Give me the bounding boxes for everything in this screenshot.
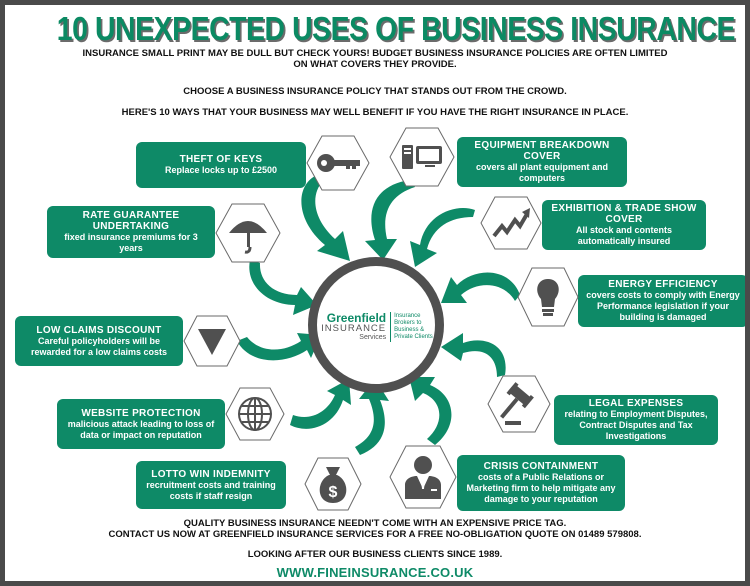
computer-icon [389, 127, 455, 187]
money-bag-icon: $ [304, 457, 362, 511]
trend-up-icon [480, 196, 542, 250]
intro-line-2: CHOOSE A BUSINESS INSURANCE POLICY THAT … [183, 86, 567, 97]
center-ring [308, 257, 444, 393]
businessman-icon [389, 445, 457, 509]
card-legal-expenses: LEGAL EXPENSES relating to Employment Di… [554, 395, 718, 445]
logo-tagline: Insurance Brokers to Business & Private … [394, 313, 433, 340]
gavel-icon [487, 375, 551, 433]
footer-line-3: LOOKING AFTER OUR BUSINESS CLIENTS SINCE… [247, 549, 503, 560]
card-lotto-win: LOTTO WIN INDEMNITY recruitment costs an… [136, 461, 286, 509]
card-energy-efficiency: ENERGY EFFICIENCY covers costs to comply… [578, 275, 745, 327]
intro-line-1b: ON WHAT COVERS THEY PROVIDE. [293, 59, 457, 70]
footer-line-2: CONTACT US NOW AT GREENFIELD INSURANCE S… [108, 529, 642, 540]
card-rate-guarantee: RATE GUARANTEE UNDERTAKING fixed insuran… [47, 206, 215, 258]
intro-text: INSURANCE SMALL PRINT MAY BE DULL BUT CH… [5, 48, 745, 70]
key-icon [306, 135, 370, 191]
umbrella-icon [215, 203, 281, 263]
lightbulb-icon [517, 267, 579, 327]
svg-text:$: $ [329, 484, 338, 501]
intro-line-3: HERE'S 10 WAYS THAT YOUR BUSINESS MAY WE… [121, 107, 629, 118]
intro-line-1: INSURANCE SMALL PRINT MAY BE DULL BUT CH… [82, 48, 668, 59]
card-crisis-containment: CRISIS CONTAINMENT costs of a Public Rel… [457, 455, 625, 511]
card-low-claims: LOW CLAIMS DISCOUNT Careful policyholder… [15, 316, 183, 366]
logo-services: Services [359, 334, 387, 341]
globe-icon [225, 387, 285, 441]
logo-insurance: INSURANCE [321, 323, 387, 334]
card-exhibition: EXHIBITION & TRADE SHOW COVER All stock … [542, 200, 706, 250]
footer-line-1: QUALITY BUSINESS INSURANCE NEEDN'T COME … [183, 518, 567, 529]
page-title: 10 UNEXPECTED USES OF BUSINESS INSURANCE [56, 10, 736, 47]
arrows-decoration [237, 175, 520, 455]
company-logo: Greenfield INSURANCE Services Insurance … [315, 307, 439, 347]
logo-name: Greenfield [326, 311, 387, 325]
card-theft-of-keys: THEFT OF KEYS Replace locks up to £2500 [136, 142, 306, 188]
website-link[interactable]: WWW.FINEINSURANCE.CO.UK [276, 565, 474, 580]
card-website-protection: WEBSITE PROTECTION malicious attack lead… [57, 399, 225, 449]
down-triangle-icon [183, 315, 241, 367]
infographic: 10 UNEXPECTED USES OF BUSINESS INSURANCE… [5, 5, 745, 581]
card-equipment-breakdown: EQUIPMENT BREAKDOWN COVER covers all pla… [457, 137, 627, 187]
